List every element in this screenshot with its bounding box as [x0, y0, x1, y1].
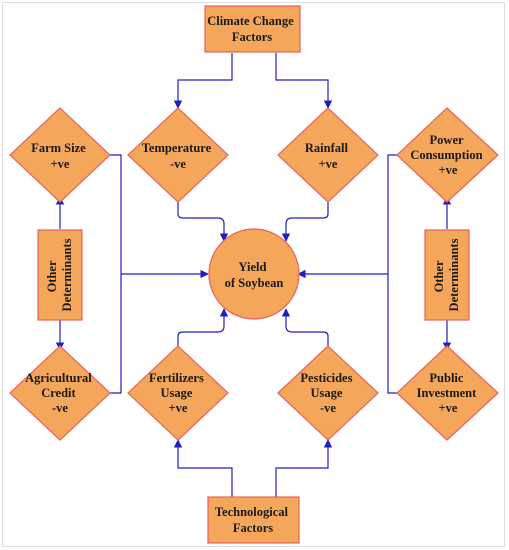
- agricultural-credit-diamond: [9, 345, 111, 441]
- fertilizers-usage-diamond: [127, 345, 229, 441]
- connector-climate-to-rainfall: [275, 53, 333, 109]
- connectors: [55, 53, 452, 497]
- other-determinants-left-box: [37, 229, 83, 321]
- temperature-diamond: [127, 107, 229, 203]
- temperature-label: Temperature -ve: [142, 141, 215, 171]
- yield-label: Yield of Soybean: [225, 260, 284, 290]
- farm-size-label: Farm Size +ve: [31, 141, 89, 171]
- technological-factors-box: [207, 496, 300, 544]
- other-determinants-right-box: [424, 229, 470, 321]
- power-consumption-label: Power Consumption +ve: [410, 133, 485, 177]
- fertilizers-usage-label: Fertilizers Usage +ve: [149, 371, 207, 415]
- connector-temperature-to-yield: [177, 200, 229, 242]
- connector-rainfall-to-yield: [281, 200, 329, 242]
- agricultural-credit-label: Agricultural Credit -ve: [25, 371, 95, 415]
- climate-change-factors-box: [204, 5, 301, 53]
- climate-change-label: Climate Change Factors: [207, 14, 297, 44]
- connector-climate-to-temperature: [173, 53, 233, 109]
- connector-technological-to-pesticides: [275, 439, 333, 497]
- other-determinants-left-label: Other Determinants: [45, 238, 74, 311]
- diagram-frame: [2, 2, 505, 547]
- connector-fertilizers-to-yield: [177, 308, 229, 350]
- farm-size-diamond: [9, 107, 111, 203]
- public-investment-label: Public Investment +ve: [417, 371, 480, 415]
- connector-left-bracket: [110, 154, 122, 394]
- public-investment-diamond: [396, 345, 499, 441]
- yield-of-soybean-circle: [208, 228, 300, 320]
- technological-factors-label: Technological Factors: [215, 505, 291, 535]
- pesticides-usage-diamond: [277, 345, 379, 441]
- connector-pesticides-to-yield: [281, 308, 329, 350]
- connector-technological-to-fertilizers: [173, 439, 233, 497]
- connector-right-bracket: [387, 154, 398, 394]
- other-determinants-right-label: Other Determinants: [432, 238, 461, 311]
- power-consumption-diamond: [396, 107, 499, 203]
- rainfall-label: Rainfall +ve: [305, 141, 351, 171]
- rainfall-diamond: [277, 107, 379, 203]
- pesticides-usage-label: Pesticides Usage -ve: [300, 371, 355, 415]
